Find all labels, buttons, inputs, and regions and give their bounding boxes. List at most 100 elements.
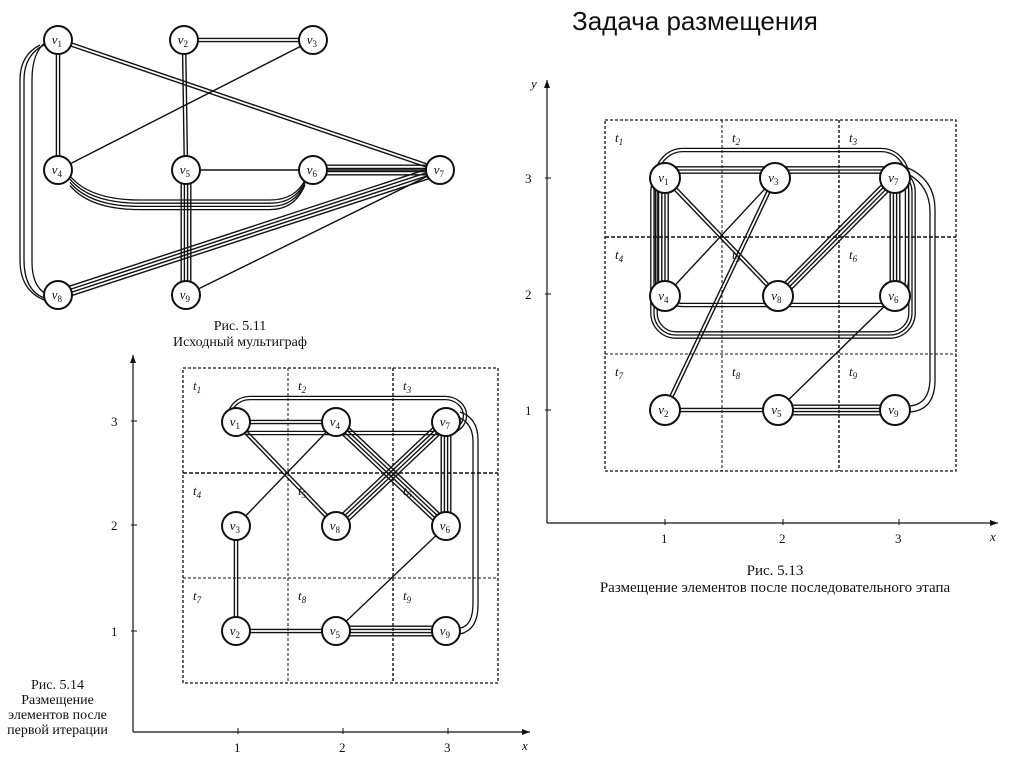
edge-v5-v7 bbox=[777, 295, 896, 411]
cell-label-t7: t7 bbox=[615, 364, 624, 381]
cell-label-t8: t8 bbox=[298, 588, 307, 605]
x-tick: 3 bbox=[444, 740, 451, 755]
node-v3: v3 bbox=[298, 25, 328, 55]
node-v5: v5 bbox=[171, 155, 201, 185]
svg-text:v6: v6 bbox=[307, 162, 318, 179]
edge-v3-v4 bbox=[235, 421, 337, 527]
edge-v1-v4 bbox=[661, 178, 669, 296]
cell-label-t3: t3 bbox=[403, 378, 412, 395]
svg-text:v1: v1 bbox=[230, 414, 240, 431]
caption-label: Рис. 5.13 bbox=[746, 563, 804, 579]
cell-label-t2: t2 bbox=[298, 378, 307, 395]
node-v3: v3 bbox=[759, 162, 791, 194]
node-v7: v7 bbox=[425, 155, 455, 185]
y-tick: 2 bbox=[111, 518, 118, 533]
cell-label-t8: t8 bbox=[732, 364, 741, 381]
edge-v4-v6 bbox=[332, 418, 450, 530]
svg-text:v7: v7 bbox=[434, 162, 445, 179]
edge-v5-v9 bbox=[778, 404, 895, 416]
node-v7: v7 bbox=[879, 162, 911, 194]
edge-v5-v9 bbox=[180, 170, 192, 295]
y-axis-name: y bbox=[529, 76, 537, 91]
edge-v8-v7 bbox=[56, 164, 442, 301]
node-v5: v5 bbox=[762, 394, 794, 426]
cell-label-t2: t2 bbox=[732, 130, 741, 147]
x-axis-name: x bbox=[989, 529, 996, 544]
edge-v3-v4 bbox=[664, 177, 776, 297]
node-v1: v1 bbox=[43, 25, 73, 55]
node-v4: v4 bbox=[649, 280, 681, 312]
svg-text:v8: v8 bbox=[771, 288, 782, 305]
svg-text:v7: v7 bbox=[440, 414, 451, 431]
node-v9: v9 bbox=[431, 616, 461, 646]
edge-v9-v7 bbox=[185, 169, 441, 296]
x-tick: 1 bbox=[234, 740, 241, 755]
y-tick: 1 bbox=[111, 624, 118, 639]
y-tick: 3 bbox=[525, 171, 532, 186]
page-title: Задача размещения bbox=[572, 6, 818, 36]
x-tick: 2 bbox=[339, 740, 346, 755]
caption-fig-5-14: Рис. 5.14 Размещение элементов после пер… bbox=[0, 678, 115, 738]
svg-text:v3: v3 bbox=[307, 32, 318, 49]
edge-v1-v8 bbox=[663, 176, 780, 298]
edge-v5-v7 bbox=[335, 525, 447, 632]
node-v9: v9 bbox=[879, 394, 911, 426]
node-v2: v2 bbox=[649, 394, 681, 426]
x-tick: 2 bbox=[779, 531, 786, 546]
node-v4: v4 bbox=[43, 155, 73, 185]
svg-text:v2: v2 bbox=[658, 402, 668, 419]
figure-5-11: v1 v2 v3 v4 v5 v6 v7 v8 v9 bbox=[19, 25, 455, 310]
svg-text:v4: v4 bbox=[52, 162, 63, 179]
edge-v9-v7 bbox=[459, 411, 479, 635]
cell-label-t4: t4 bbox=[193, 483, 202, 500]
edge-v9-v7 bbox=[907, 167, 936, 413]
svg-text:v3: v3 bbox=[768, 170, 779, 187]
x-axis-name: x bbox=[521, 738, 528, 753]
svg-text:v7: v7 bbox=[888, 170, 899, 187]
node-v6: v6 bbox=[431, 511, 461, 541]
svg-text:v8: v8 bbox=[52, 287, 63, 304]
cell-label-t7: t7 bbox=[193, 588, 202, 605]
edge-v1-v7 bbox=[57, 37, 441, 173]
svg-text:v9: v9 bbox=[180, 287, 191, 304]
edge-v4-v6 bbox=[650, 166, 916, 339]
svg-text:v2: v2 bbox=[178, 32, 188, 49]
edge-v2-v3 bbox=[184, 37, 313, 43]
caption-text: Размещение элементов после первой итерац… bbox=[7, 693, 108, 738]
node-v2: v2 bbox=[169, 25, 199, 55]
cell-label-t6: t6 bbox=[849, 247, 858, 264]
caption-fig-5-13: Рис. 5.13 Размещение элементов после пос… bbox=[540, 563, 1010, 597]
svg-text:v4: v4 bbox=[330, 414, 341, 431]
cell-label-t9: t9 bbox=[849, 364, 858, 381]
node-v8: v8 bbox=[321, 511, 351, 541]
node-v5: v5 bbox=[321, 616, 351, 646]
edge-v6-v7 bbox=[440, 422, 452, 526]
edge-v1-v4 bbox=[55, 40, 61, 170]
svg-text:v6: v6 bbox=[888, 288, 899, 305]
cell-label-t9: t9 bbox=[403, 588, 412, 605]
cell-label-t4: t4 bbox=[615, 247, 624, 264]
svg-text:v5: v5 bbox=[771, 402, 782, 419]
edge-v6-v7 bbox=[889, 178, 901, 296]
svg-text:v4: v4 bbox=[658, 288, 669, 305]
svg-text:v1: v1 bbox=[658, 170, 668, 187]
svg-text:v1: v1 bbox=[52, 32, 62, 49]
node-v7: v7 bbox=[431, 407, 461, 437]
svg-text:v2: v2 bbox=[230, 623, 240, 640]
svg-text:v5: v5 bbox=[180, 162, 191, 179]
node-v6: v6 bbox=[879, 280, 911, 312]
node-v1: v1 bbox=[649, 162, 681, 194]
figure-5-13: t1t2t3t4t5t6t7t8t9xy123123v1v3v7v4v8v6v2… bbox=[525, 76, 998, 546]
edge-v1-v8 bbox=[19, 41, 47, 301]
figure-5-14: t1t2t3t4t5t6t7t8t9x123123v1v4v7v3v8v6v2v… bbox=[111, 355, 530, 755]
edge-v3-v4 bbox=[57, 39, 314, 171]
edge-v4-v6 bbox=[69, 175, 306, 211]
svg-text:v8: v8 bbox=[330, 518, 341, 535]
caption-text: Размещение элементов после последователь… bbox=[599, 580, 951, 596]
svg-text:v9: v9 bbox=[888, 402, 899, 419]
edge-v2-v5 bbox=[236, 628, 336, 634]
edge-v2-v3 bbox=[233, 526, 239, 631]
svg-text:v6: v6 bbox=[440, 518, 451, 535]
